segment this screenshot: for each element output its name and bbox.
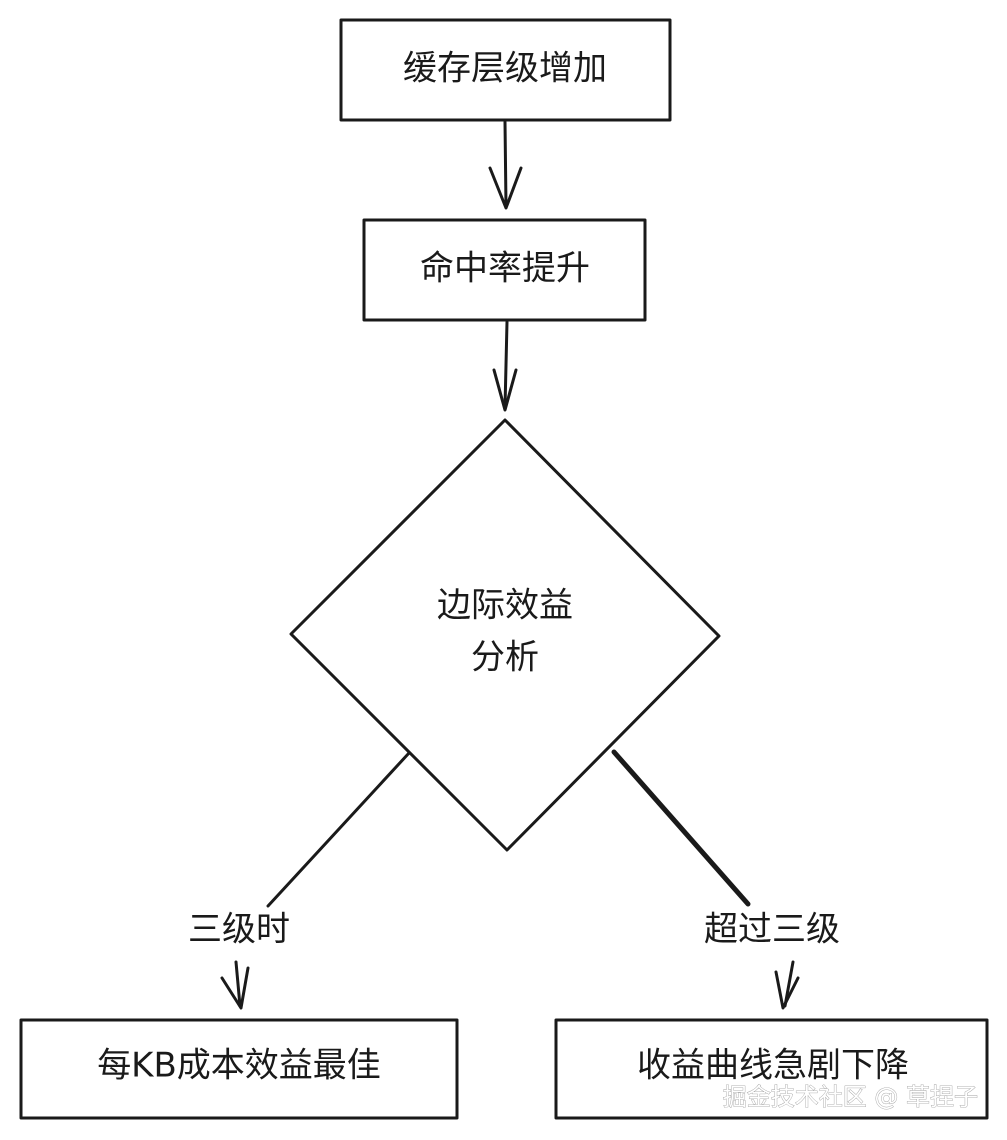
edge-left-arrow: [220, 960, 250, 1010]
edge-right-arrow: [774, 960, 800, 1010]
node-hit-rate-up-label: 命中率提升: [420, 249, 590, 289]
node-marginal-analysis-label-line1: 边际效益: [437, 586, 573, 626]
node-cache-levels-increase: 缓存层级增加: [339, 18, 672, 122]
node-marginal-analysis-label-line2: 分析: [471, 638, 539, 678]
node-benefit-drops-label: 收益曲线急剧下降: [637, 1046, 909, 1086]
arrowhead-icon: [492, 368, 518, 412]
edge-hitrate-to-analysis: [492, 320, 518, 412]
node-best-cost-per-kb-label: 每KB成本效益最佳: [97, 1046, 381, 1086]
node-cache-levels-increase-label: 缓存层级增加: [403, 49, 607, 89]
arrowhead-icon: [774, 970, 800, 1010]
edge-right-label: 超过三级: [704, 910, 840, 950]
watermark-text: 掘金技术社区 @ 草捏子: [723, 1083, 978, 1111]
edge-levels-to-hitrate: [488, 120, 523, 210]
node-hit-rate-up: 命中率提升: [362, 218, 647, 322]
node-benefit-drops: 收益曲线急剧下降: [554, 1018, 989, 1120]
edge-left-label: 三级时: [188, 910, 290, 950]
node-best-cost-per-kb: 每KB成本效益最佳: [19, 1018, 459, 1120]
edge-analysis-to-best: [266, 751, 411, 908]
arrowhead-icon: [488, 166, 523, 210]
node-marginal-analysis: 边际效益 分析: [289, 418, 721, 852]
edge-analysis-to-drop: [611, 749, 751, 907]
arrowhead-icon: [220, 966, 250, 1010]
